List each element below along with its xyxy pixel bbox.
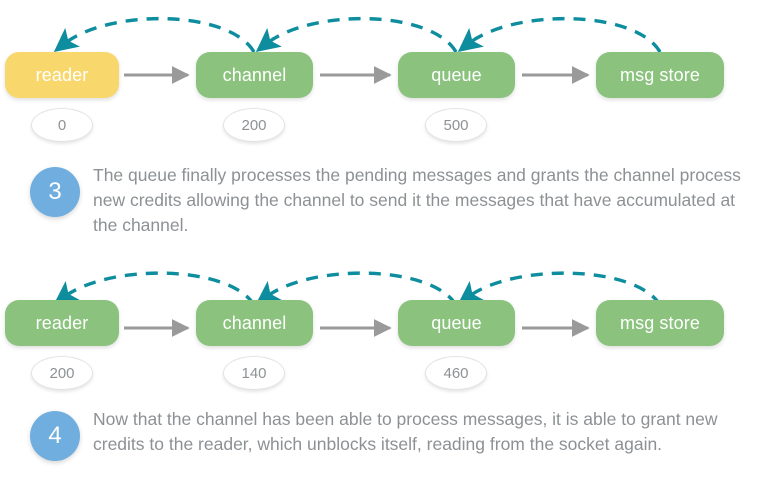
node-label: queue	[431, 312, 482, 333]
node-label: msg store	[620, 312, 700, 333]
credit-arc-msgstore-to-queue	[457, 17, 662, 53]
node-label: channel	[222, 312, 287, 333]
credit-badge-queue: 500	[425, 108, 487, 142]
step-number-circle: 4	[30, 411, 80, 461]
credit-badge-value: 200	[49, 364, 75, 382]
node-reader[interactable]: reader	[5, 52, 119, 98]
node-channel[interactable]: channel	[196, 52, 313, 98]
node-label: reader	[35, 312, 89, 333]
credit-badge-value: 140	[241, 364, 267, 382]
credit-badge-reader: 200	[31, 356, 93, 390]
credit-badge-queue: 460	[425, 356, 487, 390]
credit-badge-value: 500	[443, 116, 469, 134]
node-reader[interactable]: reader	[5, 300, 119, 346]
credit-badge-reader: 0	[31, 108, 93, 142]
diagram-row-2: reader channel queue msg store 200 140 4…	[0, 250, 769, 395]
step-number-circle: 3	[30, 167, 80, 217]
credit-badge-value: 200	[241, 116, 267, 134]
node-label: channel	[222, 64, 287, 85]
diagram-row-1: reader channel queue msg store 0 200 500	[0, 0, 769, 155]
node-label: queue	[431, 64, 482, 85]
credit-badge-value: 0	[57, 116, 67, 134]
node-msg-store[interactable]: msg store	[596, 300, 724, 346]
step-description: The queue finally processes the pending …	[93, 165, 741, 235]
node-queue[interactable]: queue	[398, 52, 515, 98]
node-queue[interactable]: queue	[398, 300, 515, 346]
node-label: reader	[35, 64, 89, 85]
node-channel[interactable]: channel	[196, 300, 313, 346]
step-number: 4	[48, 422, 62, 449]
credit-arc-queue-to-channel	[255, 17, 458, 53]
credit-arc-channel-to-reader	[53, 17, 256, 53]
step-3: 3 The queue finally processes the pendin…	[0, 163, 769, 248]
step-4: 4 Now that the channel has been able to …	[0, 407, 769, 495]
node-label: msg store	[620, 64, 700, 85]
step-description: Now that the channel has been able to pr…	[93, 409, 718, 454]
credit-badge-channel: 140	[223, 356, 285, 390]
step-number: 3	[48, 178, 62, 205]
credit-badge-channel: 200	[223, 108, 285, 142]
credit-badge-value: 460	[443, 364, 469, 382]
node-msg-store[interactable]: msg store	[596, 52, 724, 98]
